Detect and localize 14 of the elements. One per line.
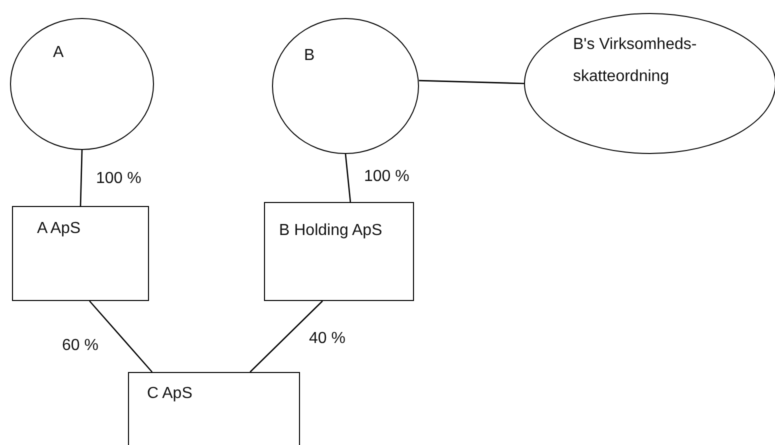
ownership-line (250, 300, 323, 372)
ownership-line (80, 150, 83, 206)
entity-box (264, 202, 414, 301)
node-label: C ApS (147, 384, 194, 404)
node-label: A (53, 43, 65, 63)
ownership-line (344, 154, 352, 202)
entity-box (128, 372, 300, 445)
entity-box (12, 206, 149, 301)
ownership-line (418, 80, 524, 84)
node-label: B's Virksomheds-skatteordning (573, 35, 698, 87)
node-label: B Holding ApS (279, 221, 384, 241)
node-label: B (304, 46, 316, 66)
node-label: A ApS (37, 219, 82, 239)
ownership-line (89, 300, 153, 372)
